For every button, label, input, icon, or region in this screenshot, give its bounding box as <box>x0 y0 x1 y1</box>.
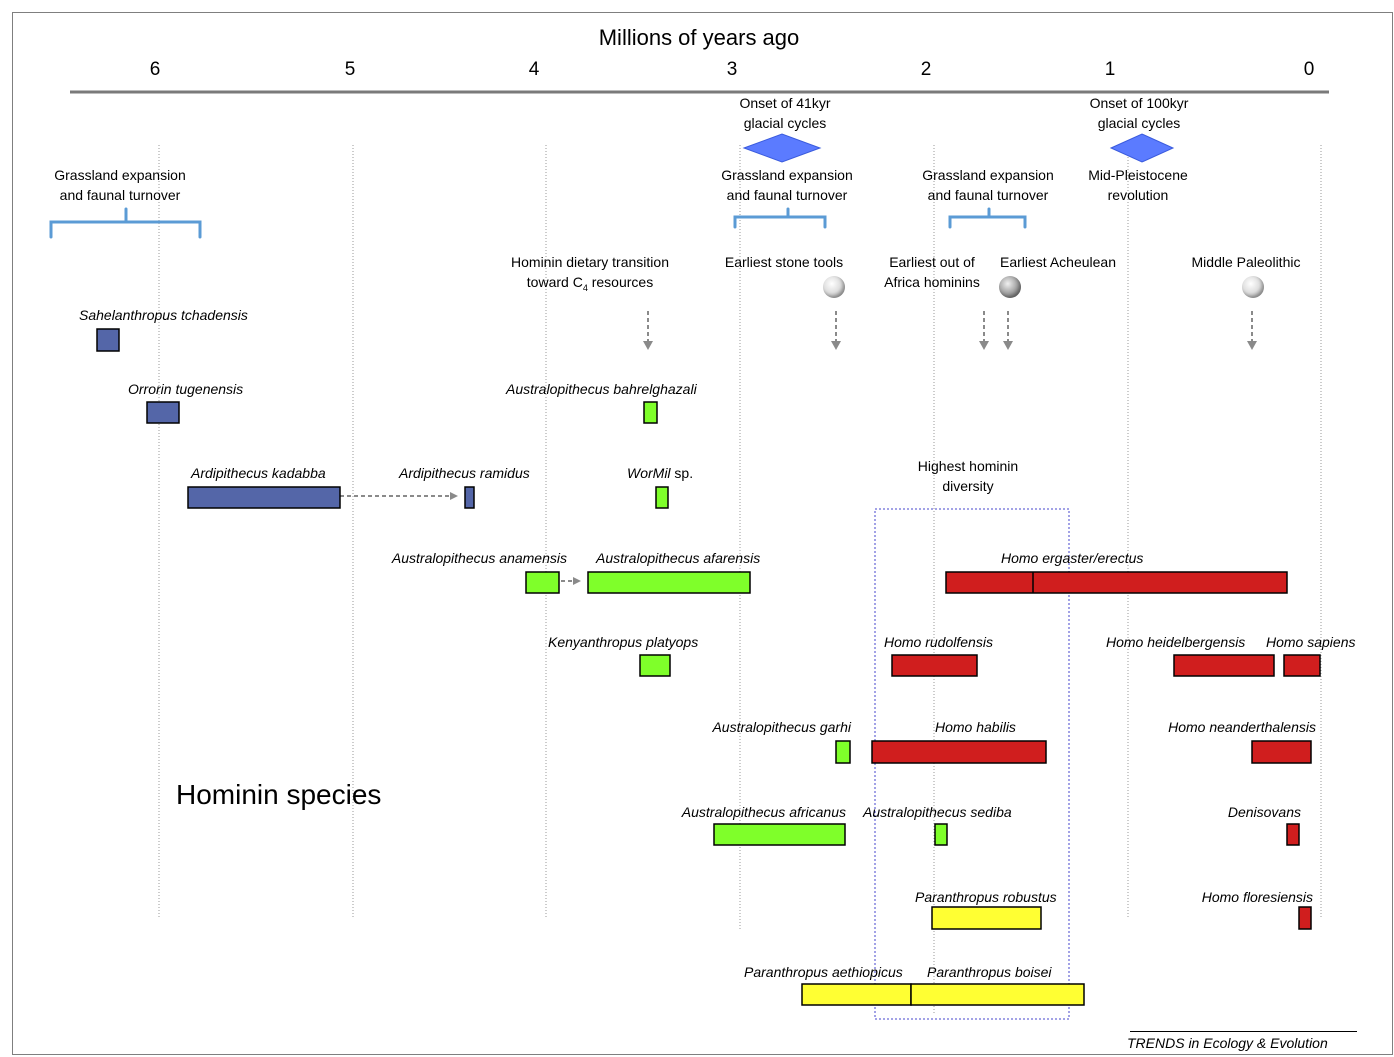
figure-frame: Millions of years ago 6 5 4 3 2 1 0 Onse… <box>12 12 1393 1055</box>
label-homo-rudolfensis: Homo rudolfensis <box>884 634 993 650</box>
label-paranthropus-aethiopicus: Paranthropus aethiopicus <box>744 964 903 980</box>
event-grassland-1: Grassland expansion and faunal turnover <box>54 167 186 203</box>
bar-australopithecus-anamensis <box>525 571 560 594</box>
label-paranthropus-robustus: Paranthropus robustus <box>915 889 1057 905</box>
event-dietary-transition: Hominin dietary transition toward C4 res… <box>511 254 669 293</box>
event-mid-pleistocene: Mid-Pleistocene revolution <box>1088 167 1188 203</box>
credit-rule <box>1130 1031 1357 1032</box>
bar-wormil-sp <box>655 486 669 509</box>
label-homo-floresiensis: Homo floresiensis <box>1201 889 1313 905</box>
event-acheulean: Earliest Acheulean <box>1000 254 1116 270</box>
timeline-graphics <box>49 90 1329 1020</box>
bar-australopithecus-garhi <box>835 740 851 764</box>
bar-homo-rudolfensis <box>891 654 978 677</box>
grassland-bracket-2 <box>733 207 827 229</box>
stone-tool-icon <box>823 276 845 298</box>
bar-paranthropus-aethiopicus <box>801 983 912 1006</box>
bar-kenyanthropus-platyops <box>639 654 671 677</box>
acheulean-handaxe-icon <box>999 276 1021 298</box>
bar-ardipithecus-kadabba <box>187 486 341 509</box>
tick-6: 6 <box>149 59 161 80</box>
event-grassland-2: Grassland expansion and faunal turnover <box>721 167 853 203</box>
label-australopithecus-garhi: Australopithecus garhi <box>712 719 851 735</box>
label-homo-sapiens: Homo sapiens <box>1266 634 1356 650</box>
label-ardipithecus-kadabba: Ardipithecus kadabba <box>191 465 326 481</box>
bar-paranthropus-boisei <box>910 983 1085 1006</box>
bar-paranthropus-robustus <box>931 906 1042 930</box>
bar-ardipithecus-ramidus <box>464 486 475 509</box>
label-paranthropus-boisei: Paranthropus boisei <box>927 964 1052 980</box>
label-ardipithecus-ramidus: Ardipithecus ramidus <box>399 465 530 481</box>
tick-4: 4 <box>528 59 540 80</box>
bar-homo-neanderthalensis <box>1251 740 1312 764</box>
label-sahelanthropus-tchadensis: Sahelanthropus tchadensis <box>79 307 248 323</box>
label-wormil-sp: WorMil sp. <box>627 465 694 481</box>
tick-2: 2 <box>920 59 932 80</box>
label-kenyanthropus-platyops: Kenyanthropus platyops <box>548 634 699 650</box>
bar-australopithecus-bahrelghazali <box>643 401 658 424</box>
arrowhead-out-of-africa <box>979 341 989 350</box>
bar-homo-sapiens <box>1283 654 1321 677</box>
label-australopithecus-bahrelghazali: Australopithecus bahrelghazali <box>506 381 697 397</box>
label-homo-ergaster-erectus: Homo ergaster/erectus <box>1001 550 1144 566</box>
event-glacial-41kyr: Onset of 41kyr glacial cycles <box>739 95 831 131</box>
label-australopithecus-sediba: Australopithecus sediba <box>863 804 1012 820</box>
tick-5: 5 <box>344 59 356 80</box>
grassland-bracket-3 <box>948 207 1027 229</box>
bar-orrorin-tugenensis <box>146 401 180 424</box>
event-grassland-3: Grassland expansion and faunal turnover <box>922 167 1054 203</box>
glacial-41kyr-diamond <box>742 133 822 163</box>
label-orrorin-tugenensis: Orrorin tugenensis <box>128 381 244 397</box>
highest-diversity-box <box>874 508 1070 1020</box>
label-homo-habilis: Homo habilis <box>935 719 1016 735</box>
arrowhead-stone-tools <box>831 341 841 350</box>
label-australopithecus-anamensis: Australopithecus anamensis <box>391 550 567 566</box>
bar-australopithecus-sediba <box>934 823 948 846</box>
bar-sahelanthropus-tchadensis <box>96 328 120 352</box>
event-stone-tools: Earliest stone tools <box>724 254 844 270</box>
glacial-100kyr-diamond <box>1109 133 1175 163</box>
axis-title: Millions of years ago <box>598 25 800 50</box>
label-australopithecus-africanus: Australopithecus africanus <box>681 804 846 820</box>
label-homo-heidelbergensis: Homo heidelbergensis <box>1106 634 1246 650</box>
bar-australopithecus-afarensis <box>587 571 751 594</box>
event-glacial-100kyr: Onset of 100kyr glacial cycles <box>1089 95 1189 131</box>
event-middle-paleolithic: Middle Paleolithic <box>1191 254 1301 270</box>
middle-paleolithic-tool-icon <box>1242 276 1264 298</box>
bar-homo-ergaster-erectus <box>945 571 1288 594</box>
credit-text: TRENDS in Ecology & Evolution <box>1127 1035 1328 1051</box>
bar-australopithecus-africanus <box>713 823 846 846</box>
arrowhead-middle-paleolithic <box>1247 341 1257 350</box>
label-homo-neanderthalensis: Homo neanderthalensis <box>1168 719 1316 735</box>
bar-denisovans <box>1286 823 1300 846</box>
bar-homo-habilis <box>871 740 1047 764</box>
panel-label: Hominin species <box>176 779 382 810</box>
bar-homo-floresiensis <box>1298 906 1312 930</box>
grassland-bracket-1 <box>49 207 202 239</box>
label-denisovans: Denisovans <box>1227 804 1301 820</box>
tick-0: 0 <box>1303 59 1315 80</box>
arrowhead-dietary <box>643 341 653 350</box>
gridlines <box>158 145 1322 1013</box>
label-australopithecus-afarensis: Australopithecus afarensis <box>596 550 761 566</box>
tick-3: 3 <box>726 59 738 80</box>
arrowhead-acheulean <box>1003 341 1013 350</box>
tick-1: 1 <box>1104 59 1116 80</box>
event-highest-diversity: Highest hominin diversity <box>917 458 1019 494</box>
bar-homo-heidelbergensis <box>1173 654 1275 677</box>
event-out-of-africa: Earliest out of Africa hominins <box>884 254 980 290</box>
